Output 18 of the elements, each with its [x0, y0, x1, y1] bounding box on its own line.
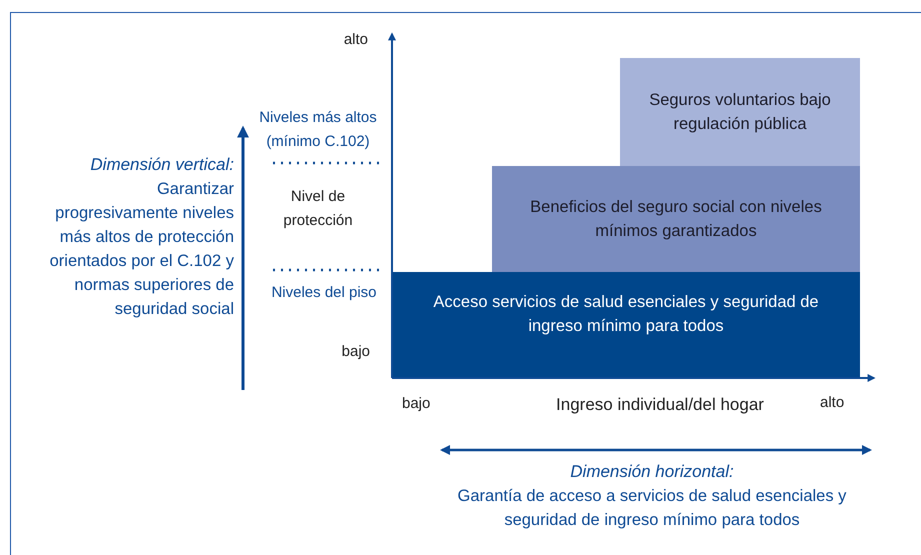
level-label: Niveles del piso [270, 283, 378, 303]
axis-end-label: bajo [402, 394, 432, 414]
block-text: Seguros voluntarios bajo regulación pública [648, 90, 832, 135]
dimension-description: Garantizar progresivamente niveles más altos de protección orientados por el C.102 y normas superiores de seguridad social [48, 179, 234, 320]
dimension-heading: Dimensión vertical: [89, 154, 234, 176]
level-label: Niveles más altos (mínimo C.102) [258, 108, 378, 152]
level-block [620, 58, 860, 166]
axis-end-label: alto [820, 393, 846, 413]
level-block [492, 166, 860, 272]
dimension-heading: Dimensión horizontal: [569, 461, 735, 483]
axis-end-label: bajo [340, 342, 370, 362]
axis-end-label: alto [342, 30, 368, 50]
level-block [392, 272, 860, 378]
block-text: Beneficios del seguro social con niveles mínimos garantizados [529, 197, 823, 242]
block-text: Acceso servicios de salud esenciales y seguridad de ingreso mínimo para todos [432, 292, 820, 337]
dimension-description: Garantía de acceso a servicios de salud esenciales y seguridad de ingreso mínimo para todos [456, 486, 848, 531]
axis-title: Ingreso individual/del hogar [555, 394, 765, 416]
axis-title: Nivel de protección [282, 187, 354, 231]
